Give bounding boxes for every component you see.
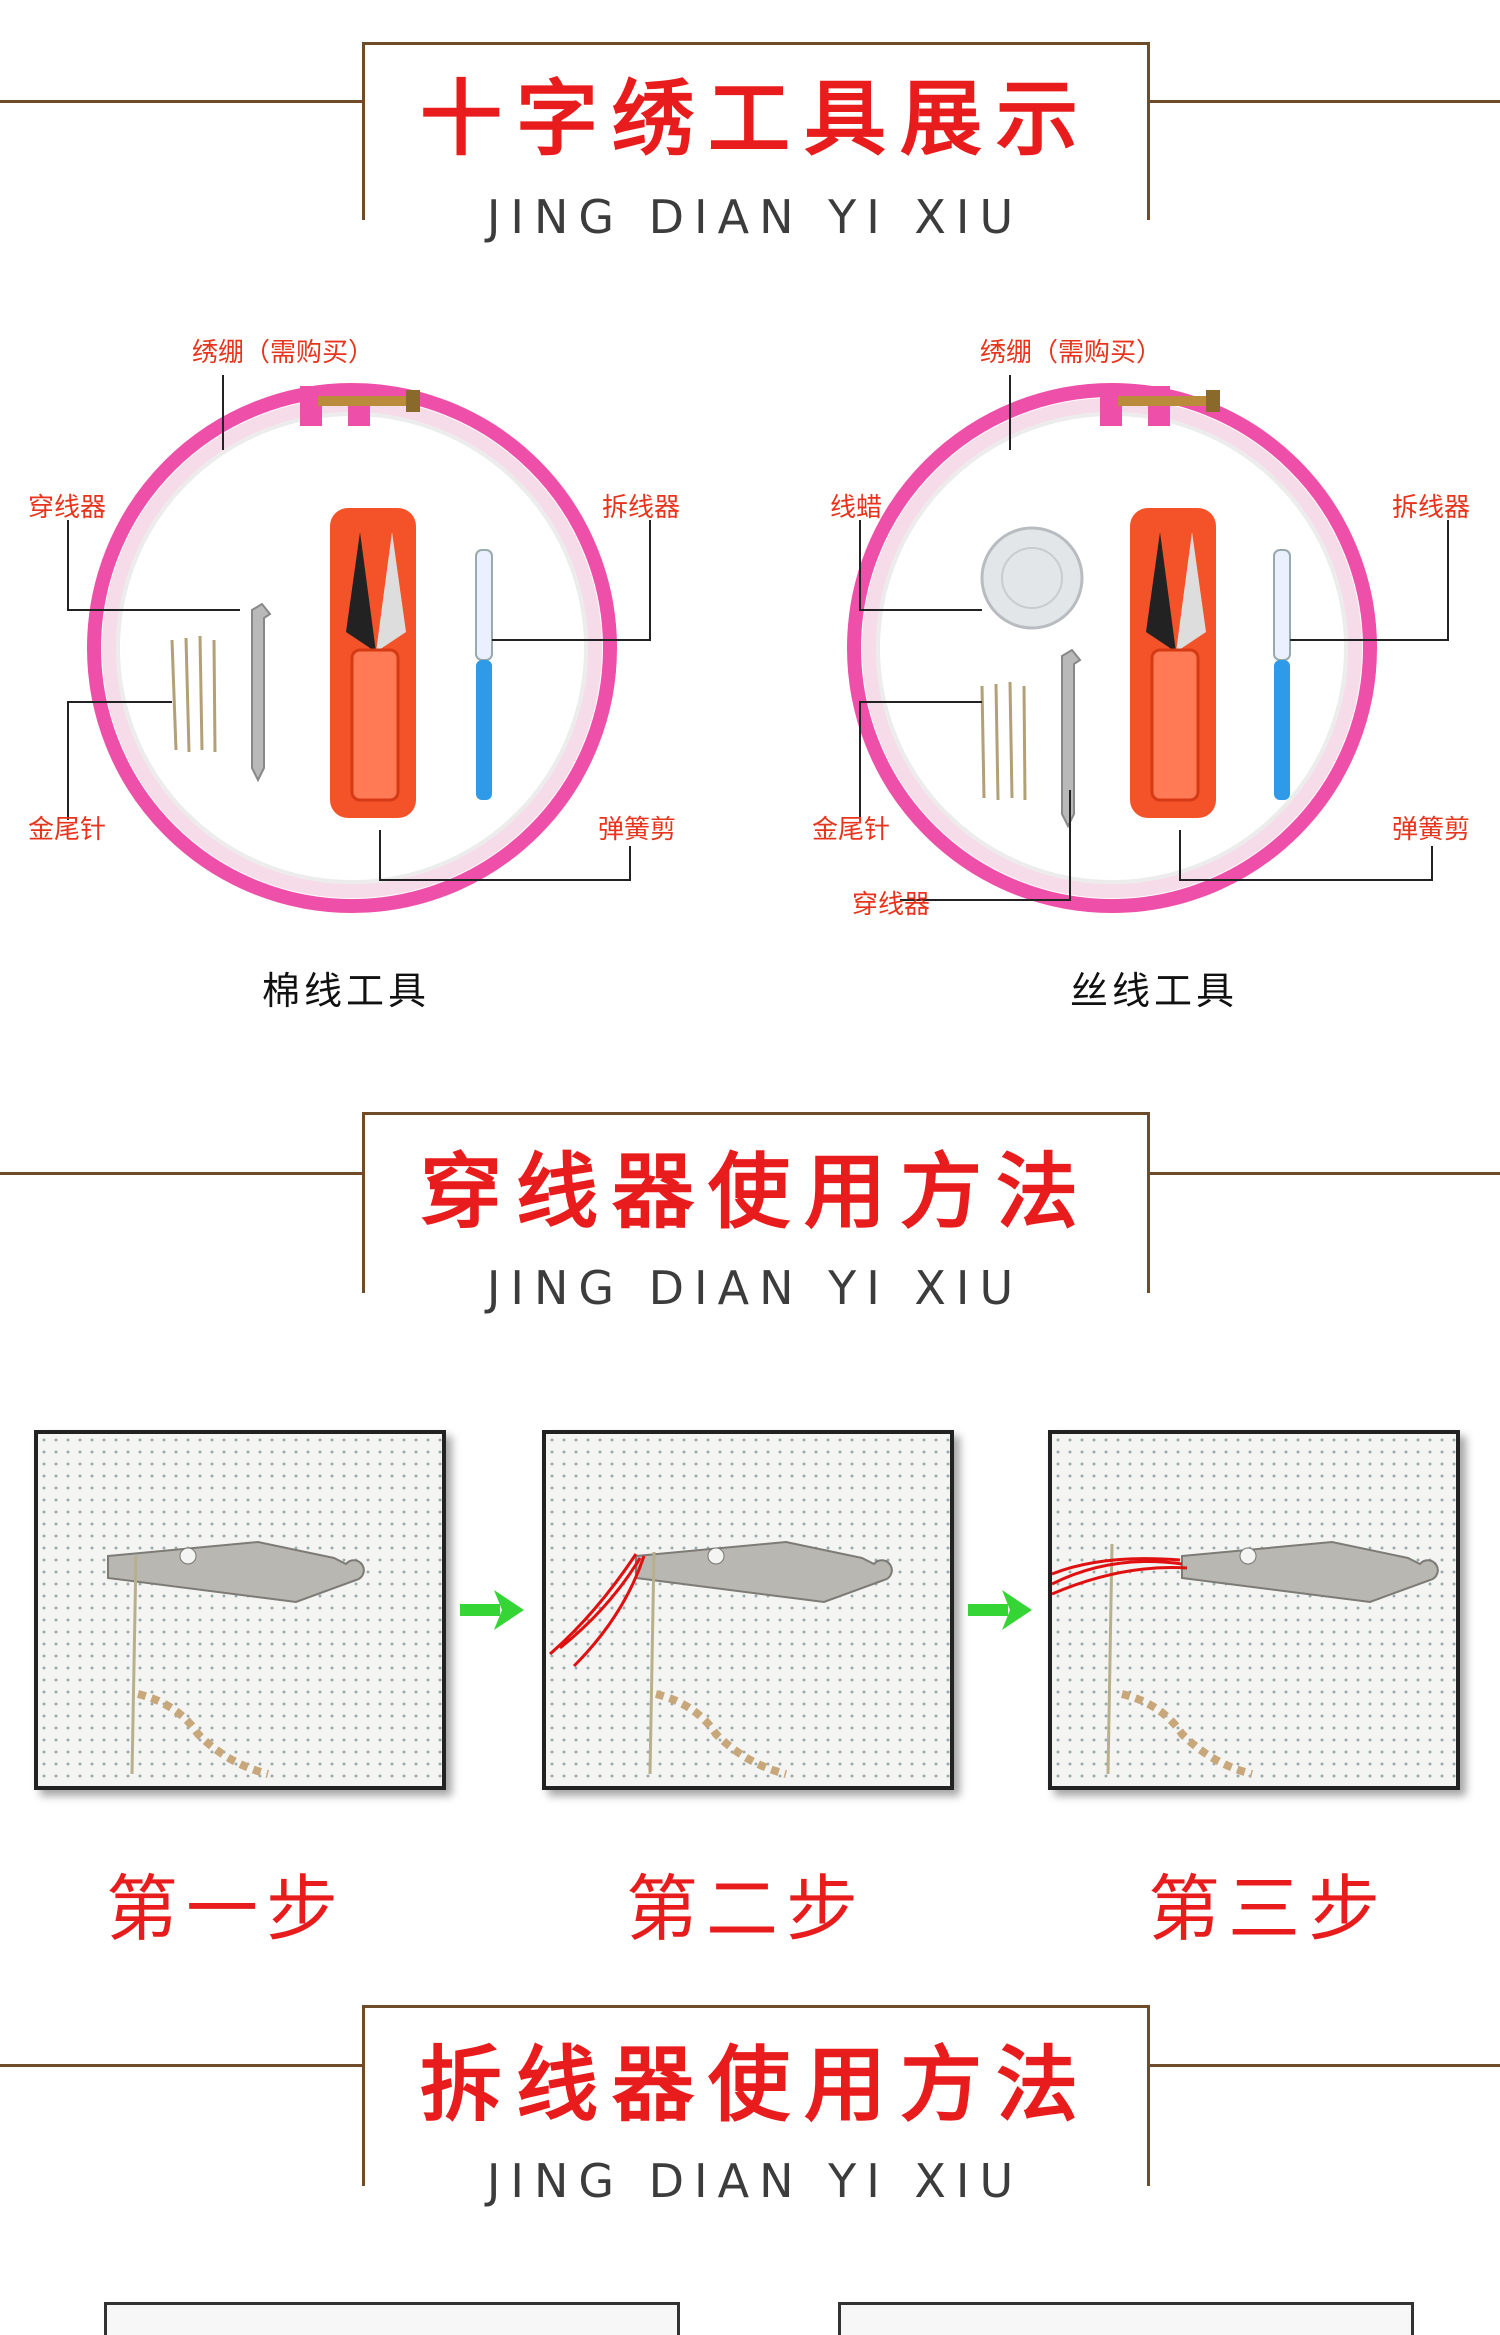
section-subtitle: JING DIAN YI XIU	[410, 2156, 1100, 2206]
tool-set-caption: 丝线工具	[1070, 969, 1239, 1013]
tool-set-caption: 棉线工具	[262, 969, 431, 1013]
ripper-photo-frame	[104, 2302, 680, 2335]
tool-set-silk	[847, 375, 1449, 913]
threader-icon	[251, 602, 272, 783]
seam-ripper-icon	[1273, 549, 1291, 661]
tool-set-cotton	[67, 375, 651, 913]
step-label: 第一步	[106, 1867, 347, 1951]
step-label: 第二步	[626, 1867, 867, 1951]
threader-icon	[1061, 648, 1082, 829]
header-rule-right	[1147, 100, 1500, 103]
section-subtitle: JING DIAN YI XIU	[420, 192, 1090, 242]
label-threader: 穿线器	[28, 493, 107, 523]
label-hoop: 绣绷（需购买）	[980, 338, 1163, 368]
arrow-right-icon	[460, 1590, 524, 1630]
step-2-photo	[542, 1430, 954, 1790]
header-frame	[362, 1112, 1150, 1293]
header-frame	[362, 42, 1150, 220]
section-title: 拆线器使用方法	[419, 2037, 1092, 2133]
seam-ripper-icon	[475, 549, 493, 661]
thread-wax-icon	[980, 526, 1084, 630]
step-label: 第三步	[1148, 1867, 1389, 1951]
needles-icon	[980, 681, 1027, 801]
header-rule-left	[0, 100, 362, 103]
header-rule-right	[1147, 1172, 1500, 1175]
label-hoop: 绣绷（需购买）	[192, 338, 375, 368]
step-1-photo	[34, 1430, 446, 1790]
label-scissors: 弹簧剪	[1392, 815, 1471, 845]
header-rule-left	[0, 1172, 362, 1175]
step-3-photo	[1048, 1430, 1460, 1790]
needles-icon	[170, 635, 217, 753]
section-title: 十字绣工具展示	[419, 71, 1092, 167]
label-scissors: 弹簧剪	[598, 815, 677, 845]
label-needles: 金尾针	[812, 815, 891, 845]
ripper-photo-frame	[838, 2302, 1414, 2335]
label-wax: 线蜡	[830, 493, 883, 523]
header-rule-right	[1147, 2064, 1500, 2067]
label-threader: 穿线器	[852, 890, 931, 920]
header-frame	[362, 2005, 1150, 2186]
section-title: 穿线器使用方法	[419, 1144, 1092, 1240]
section-subtitle: JING DIAN YI XIU	[410, 1263, 1100, 1313]
label-seam-ripper: 拆线器	[602, 493, 681, 523]
label-needles: 金尾针	[28, 815, 107, 845]
label-seam-ripper: 拆线器	[1392, 493, 1471, 523]
header-rule-left	[0, 2064, 362, 2067]
arrow-right-icon	[968, 1590, 1032, 1630]
